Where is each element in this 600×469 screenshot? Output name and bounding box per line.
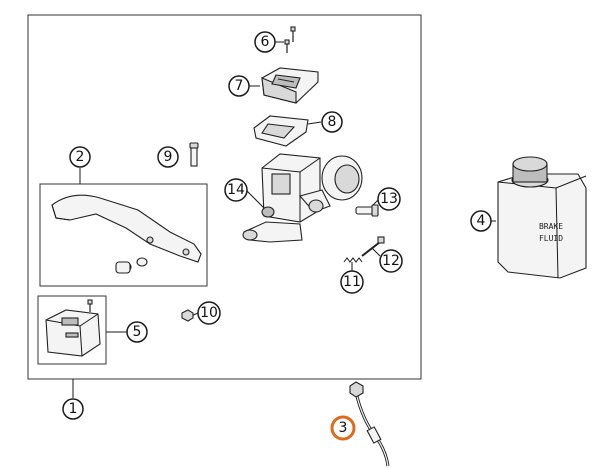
callout-3-number: 3 — [339, 420, 348, 436]
callout-4: 4 — [470, 210, 492, 232]
bottle-label-line1: BRAKE — [539, 222, 563, 231]
callout-6-number: 6 — [261, 34, 270, 50]
callout-3: 3 — [330, 415, 356, 441]
callout-7-number: 7 — [235, 78, 244, 94]
lever-cap — [45, 299, 101, 357]
bottle-label-line2: FLUID — [539, 234, 563, 243]
callout-12: 12 — [379, 249, 403, 273]
callout-9: 9 — [157, 146, 179, 168]
callout-8-number: 8 — [328, 114, 337, 130]
callout-5-number: 5 — [133, 324, 142, 340]
callout-10-number: 10 — [200, 305, 218, 321]
leader-12 — [371, 247, 381, 257]
callout-2-number: 2 — [76, 149, 85, 165]
callout-13: 13 — [377, 187, 401, 211]
spring — [343, 257, 363, 263]
brake-line — [349, 381, 390, 467]
diaphragm — [253, 115, 309, 147]
lever-subframe — [39, 183, 208, 287]
reservoir-screws — [284, 26, 296, 53]
leader-8 — [307, 121, 322, 125]
callout-1: 1 — [62, 398, 84, 420]
master-cylinder-body — [242, 153, 363, 243]
nut — [181, 309, 194, 322]
callout-8: 8 — [321, 111, 343, 133]
callout-11: 11 — [340, 270, 364, 294]
callout-7: 7 — [228, 75, 250, 97]
callout-4-number: 4 — [477, 213, 486, 229]
adjuster-screw — [361, 236, 385, 257]
callout-12-number: 12 — [382, 253, 400, 269]
callout-2: 2 — [69, 146, 91, 168]
callout-5: 5 — [126, 321, 148, 343]
brake-fluid-bottle: BRAKE FLUID — [497, 156, 587, 279]
callout-6: 6 — [254, 31, 276, 53]
assembly-frame — [27, 14, 422, 380]
cap-subframe — [37, 295, 107, 365]
reservoir-cover — [261, 67, 319, 104]
adjuster-bolt — [355, 204, 379, 217]
pivot-bolt — [189, 142, 199, 167]
brake-lever — [51, 194, 202, 274]
callout-1-number: 1 — [69, 401, 78, 417]
callout-14: 14 — [224, 178, 248, 202]
callout-13-number: 13 — [380, 191, 398, 207]
callout-10: 10 — [197, 301, 221, 325]
callout-14-number: 14 — [227, 182, 245, 198]
callout-9-number: 9 — [164, 149, 173, 165]
callout-11-number: 11 — [343, 274, 361, 290]
